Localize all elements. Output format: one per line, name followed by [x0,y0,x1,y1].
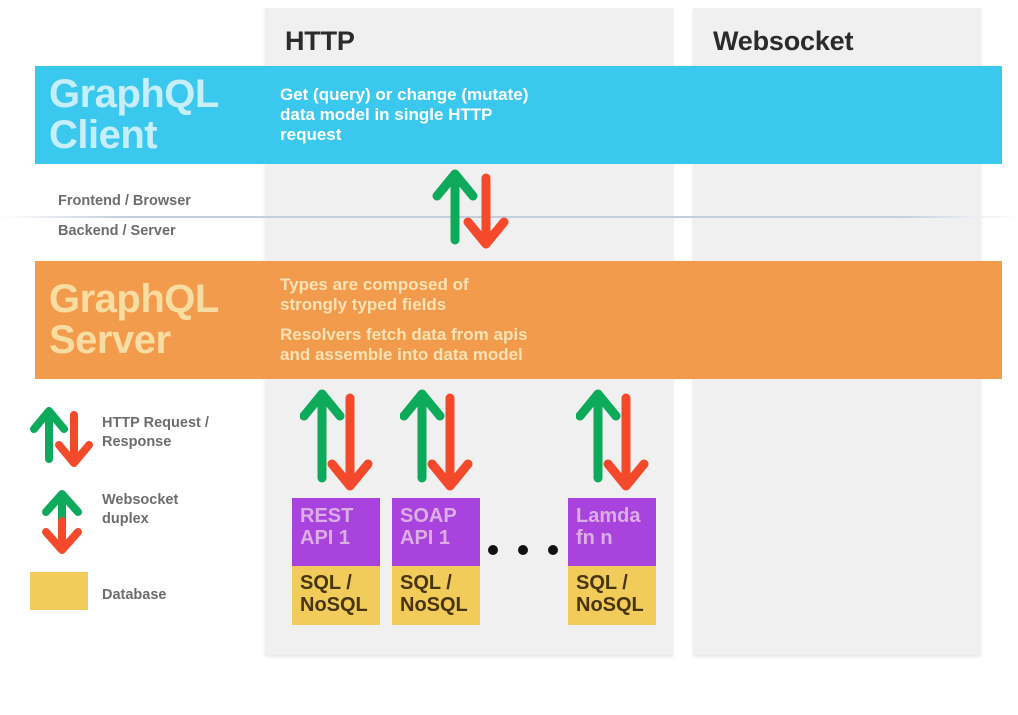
ellipsis-more-services [488,545,558,555]
legend-label-database: Database [102,587,167,603]
api-box-label: REST API 1 [292,498,380,566]
api-box-label: SOAP API 1 [392,498,480,566]
service-stack: Lamda fn n SQL / NoSQL [568,498,656,625]
ellipsis-dot [488,545,498,555]
api-box-label: Lamda fn n [568,498,656,566]
frontend-backend-divider [0,216,1018,218]
http-request-response-arrows-icon [575,389,649,491]
db-box-label: SQL / NoSQL [568,566,656,625]
server-api-arrows-1 [299,388,380,501]
client-server-http-arrows [430,168,520,259]
graphql-server-band: GraphQL Server Types are composed of str… [35,261,1002,379]
server-api-arrows-3 [575,388,656,501]
http-request-response-arrows-icon [399,389,473,491]
legend-item-http-request-response [30,405,98,476]
db-box-label: SQL / NoSQL [392,566,480,625]
legend-label-http-request-response: HTTP Request / Response [102,415,209,451]
db-box-label: SQL / NoSQL [292,566,380,625]
legend-item-websocket-duplex [30,487,98,562]
http-request-response-arrows-icon [30,407,93,467]
column-title-websocket: Websocket [713,26,854,56]
ellipsis-dot [548,545,558,555]
graphql-server-note-resolvers: Resolvers fetch data from apis and assem… [280,325,528,365]
websocket-duplex-arrow-icon [42,490,82,554]
service-stack: REST API 1 SQL / NoSQL [292,498,380,625]
service-stack: SOAP API 1 SQL / NoSQL [392,498,480,625]
graphql-server-title: GraphQL Server [49,277,219,362]
graphql-client-band: GraphQL Client Get (query) or change (mu… [35,66,1002,164]
server-api-arrows-2 [399,388,480,501]
tier-label-backend: Backend / Server [58,223,176,239]
database-swatch-icon [30,572,88,610]
ellipsis-dot [518,545,528,555]
graphql-client-title: GraphQL Client [49,72,219,157]
legend-label-websocket-duplex: Websocket duplex [102,492,179,528]
column-title-http: HTTP [285,26,355,56]
tier-label-frontend: Frontend / Browser [58,193,191,209]
graphql-server-note-types: Types are composed of strongly typed fie… [280,275,469,315]
http-request-response-arrows-icon [432,169,509,249]
graphql-client-note: Get (query) or change (mutate) data mode… [280,84,529,145]
http-request-response-arrows-icon [299,389,373,491]
